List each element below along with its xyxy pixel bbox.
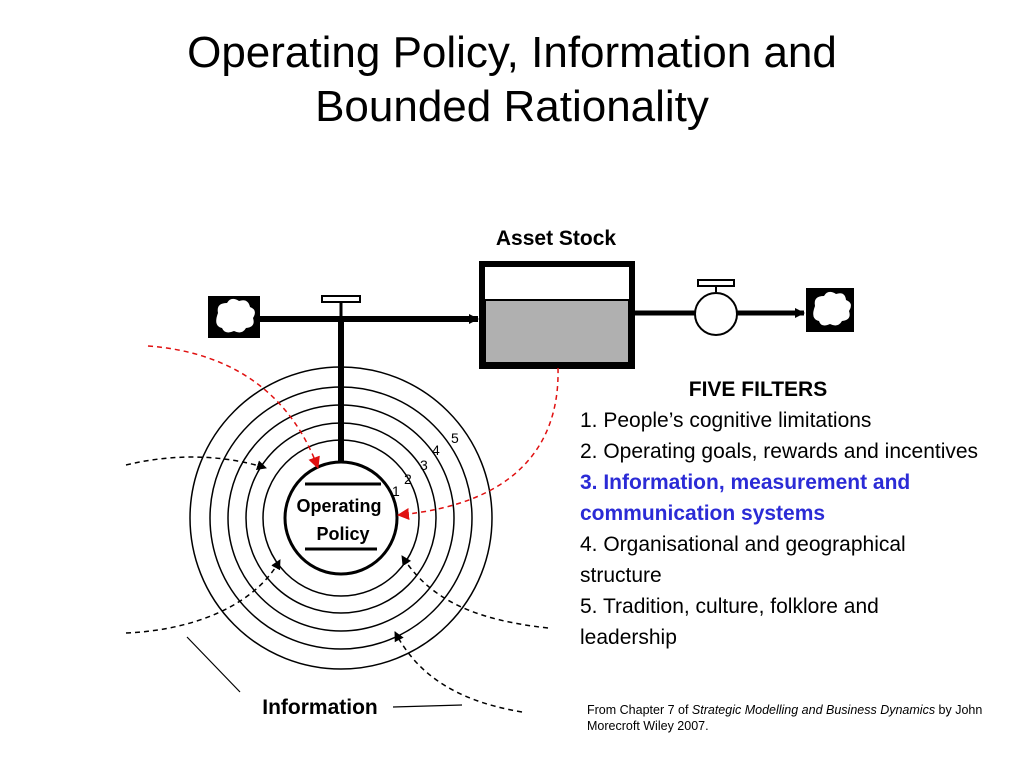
valve-icon [321,295,361,468]
operating-policy: Operating Policy [283,460,399,576]
black-link-4 [394,631,523,713]
red-link-left [147,345,320,469]
citation-prefix: From Chapter 7 of [587,703,692,717]
filters-heading: FIVE FILTERS [688,378,828,401]
black-link-3 [401,555,549,629]
converter-icon [694,279,738,336]
ring-number-3: 3 [420,457,428,473]
citation-suffix: by John Morecroft Wiley 2007. [587,703,983,733]
policy-label-1: Operating [296,496,381,516]
title-line-2: Bounded Rationality [315,82,709,131]
asset-stock [479,261,635,369]
citation: From Chapter 7 of Strategic Modelling an… [587,702,987,734]
information-callout: Information [186,636,463,719]
ring-numbers: 1 2 3 4 5 [392,430,459,499]
filter-item-4: 4. Organisational and geographical struc… [580,533,906,587]
ring-number-2: 2 [404,471,412,487]
red-link-right [397,367,559,520]
cloud-source-icon [208,296,260,338]
stock-label: Asset Stock [496,227,617,250]
black-link-2 [125,559,281,634]
filter-item-2: 2. Operating goals, rewards and incentiv… [580,440,979,463]
filter-item-3: 3. Information, measurement and communic… [580,471,911,525]
title-line-1: Operating Policy, Information and [187,28,837,77]
page-title: Operating Policy, Information and Bounde… [0,26,1024,134]
ring-number-5: 5 [451,430,459,446]
five-filters-list: FIVE FILTERS 1. People’s cognitive limit… [580,374,980,653]
cloud-sink-icon [806,288,854,332]
filter-item-5: 5. Tradition, culture, folklore and lead… [580,595,879,649]
filter-item-1: 1. People’s cognitive limitations [580,409,872,432]
information-links-black [125,456,549,713]
ring-number-4: 4 [432,442,440,458]
policy-label-2: Policy [316,524,369,544]
black-link-1 [125,456,267,471]
information-label: Information [262,696,378,719]
information-links-red [147,345,559,520]
ring-number-1: 1 [392,483,400,499]
filter-rings [189,366,493,670]
citation-book-title: Strategic Modelling and Business Dynamic… [691,703,936,717]
